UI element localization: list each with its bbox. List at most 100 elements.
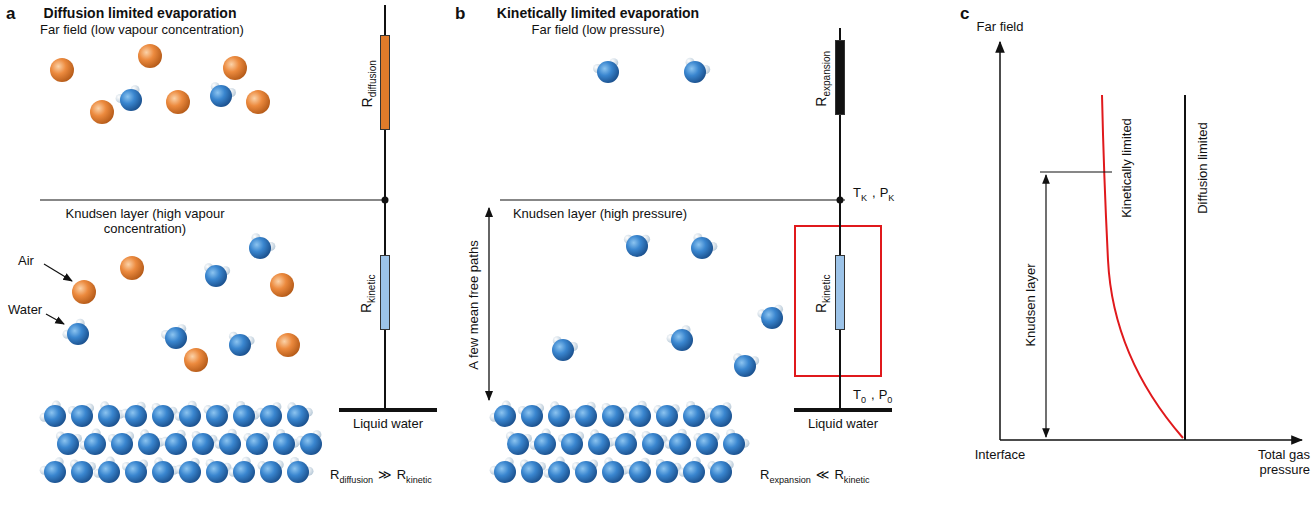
subscript: K: [888, 193, 894, 203]
resistor-symbol: Rdiffusion: [380, 35, 390, 130]
resistor-symbol: Rexpansion: [835, 40, 845, 115]
water-molecule: [204, 263, 230, 287]
water-molecule: [588, 429, 614, 455]
water-molecule: [679, 457, 705, 483]
panel-title: Diffusion limited evaporation: [44, 5, 237, 21]
water-molecule: [210, 82, 236, 107]
water-molecule: [548, 401, 574, 427]
water-molecule: [490, 401, 516, 427]
molecule-label: Air: [18, 254, 34, 269]
curve-label: Kinetically limited: [1120, 118, 1135, 218]
label-text: Far field: [977, 19, 1024, 34]
wire: [384, 5, 386, 35]
circuit-wire: [384, 130, 386, 255]
label-text: R: [760, 467, 769, 482]
air-molecule: [166, 90, 190, 114]
water-molecule: [152, 457, 178, 483]
panel-letter: b: [455, 4, 465, 24]
resistor-label: Rdiffusion: [359, 60, 377, 107]
water-molecule: [552, 336, 578, 361]
water-molecule: [175, 401, 201, 427]
air-molecule: [184, 348, 208, 372]
water-molecule: [642, 431, 668, 455]
region-label: Far field (low vapour concentration): [40, 23, 244, 38]
water-molecule: [530, 429, 556, 455]
water-molecule: [602, 457, 628, 483]
resistor-label: Rkinetic: [814, 274, 832, 312]
resistor-label: Rkinetic: [359, 274, 377, 312]
terminal-label: Liquid water: [339, 416, 437, 431]
subscript: diffusion: [339, 475, 373, 485]
liquid-terminal: Liquid water: [339, 408, 437, 431]
axis-label: Interface: [975, 448, 1026, 463]
water-molecule: [161, 324, 187, 349]
boundary-line: [40, 199, 385, 200]
label-text: Knudsen layer (high pressure): [513, 206, 687, 221]
water-molecule: [706, 402, 732, 427]
air-molecule: [50, 58, 74, 82]
water-molecule: [654, 404, 680, 427]
water-molecule: [256, 402, 282, 427]
water-molecule: [56, 432, 82, 455]
water-molecule: [68, 404, 94, 427]
state-label: TK,PK: [853, 186, 899, 203]
water-molecule: [624, 235, 650, 257]
region-label: Knudsen layer (high vapour concentration…: [58, 207, 233, 237]
water-molecule: [249, 233, 275, 259]
water-molecule: [691, 233, 717, 259]
water-molecule: [625, 458, 651, 483]
panel-title: Kinetically limited evaporation: [497, 5, 699, 21]
water-molecule: [258, 460, 284, 483]
water-molecule: [98, 401, 124, 427]
water-molecule: [122, 460, 148, 483]
circuit-wire: [384, 330, 386, 408]
resistor-name: R: [813, 303, 829, 313]
kinetic-curve: [1102, 95, 1183, 438]
label-text: A few mean free paths: [466, 240, 481, 369]
liquid-terminal: Liquid water: [794, 408, 892, 431]
water-molecule: [229, 332, 255, 356]
resistor-name: R: [358, 303, 374, 313]
label-text: Kinetically limited evaporation: [497, 5, 699, 21]
water-molecule: [161, 430, 187, 455]
label-text: Air: [18, 253, 34, 268]
water-molecule: [733, 353, 759, 377]
water-molecule: [108, 432, 134, 455]
water-molecule: [611, 430, 637, 455]
label-text: ≪: [816, 467, 830, 482]
wire: [839, 28, 841, 40]
water-molecule: [683, 401, 709, 427]
water-molecule: [287, 457, 313, 483]
label-text: Water: [8, 302, 42, 317]
label-text: Knudsen layer: [1023, 263, 1038, 346]
label-text: Interface: [975, 447, 1026, 462]
water-molecule: [723, 429, 749, 455]
water-molecule: [572, 460, 598, 483]
region-label: Far field (low pressure): [532, 23, 665, 38]
water-molecule: [116, 85, 142, 111]
dimension-arrow: [1045, 175, 1046, 437]
water-molecule: [273, 429, 299, 455]
water-molecule: [757, 305, 783, 329]
water-molecule: [152, 403, 178, 427]
subscript: kinetic: [366, 274, 377, 302]
region-label: Knudsen layer (high pressure): [513, 207, 687, 222]
water-molecule: [490, 457, 516, 483]
diffusion-limited-line: [1184, 95, 1186, 440]
water-molecule: [520, 460, 546, 483]
label-text: Knudsen layer (high vapour concentration…: [66, 206, 225, 236]
label-text: T: [853, 387, 861, 402]
water-molecule: [625, 401, 651, 427]
panel-letter: c: [960, 4, 969, 24]
leader-arrow: [44, 264, 72, 281]
water-molecule: [708, 460, 734, 483]
label-text: Far field (low vapour concentration): [40, 22, 244, 37]
label-text: Far field (low pressure): [532, 22, 665, 37]
molecule-label: Water: [8, 303, 42, 318]
water-molecule: [602, 403, 628, 427]
air-molecule: [223, 56, 247, 80]
subscript: diffusion: [366, 60, 377, 97]
subscript: 0: [861, 395, 866, 405]
